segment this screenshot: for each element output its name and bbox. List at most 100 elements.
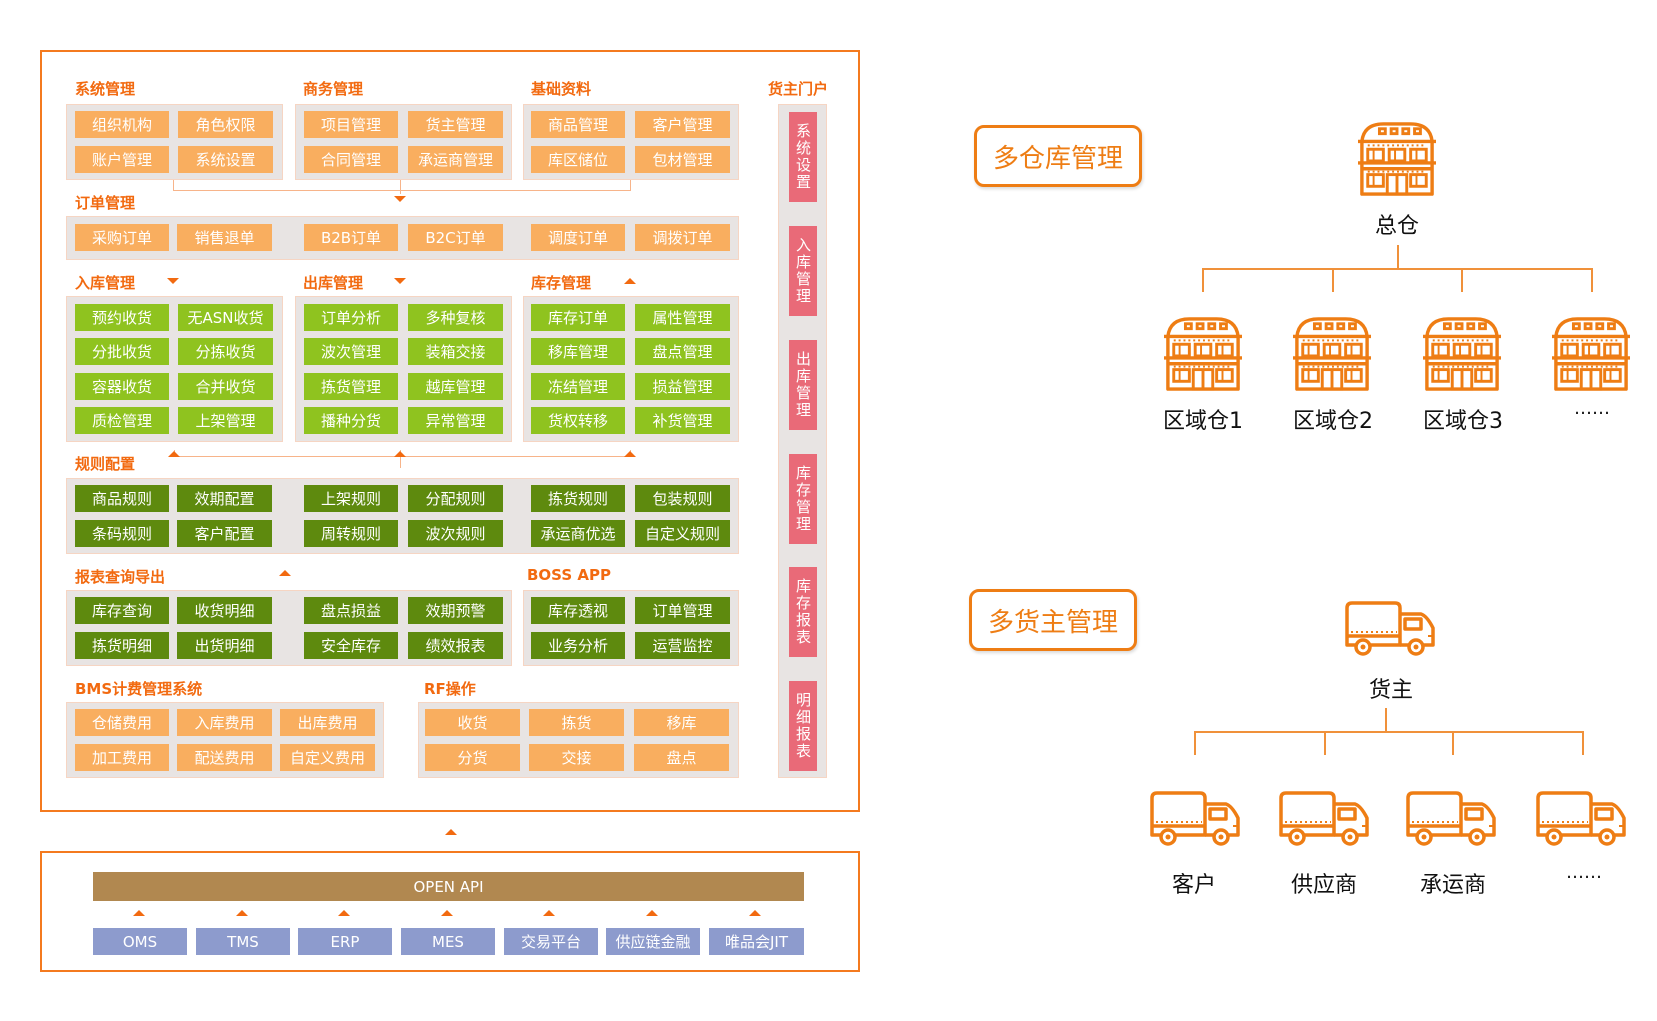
- btn-allocation-rules[interactable]: 分配规则: [408, 485, 503, 512]
- btn-b2c-order[interactable]: B2C订单: [408, 224, 503, 251]
- portal-btn-detail-report[interactable]: 明细报表: [789, 681, 817, 771]
- btn-sort-receiving[interactable]: 分拣收货: [178, 338, 273, 365]
- btn-inbound-fee[interactable]: 入库费用: [177, 709, 272, 736]
- section-title-business-management: 商务管理: [303, 80, 364, 98]
- btn-packing-handover[interactable]: 装箱交接: [408, 338, 503, 365]
- system-tms[interactable]: TMS: [196, 928, 290, 955]
- btn-rf-relocation[interactable]: 移库: [634, 709, 729, 736]
- btn-contract-management[interactable]: 合同管理: [304, 146, 398, 173]
- system-supply-chain-finance[interactable]: 供应链金融: [606, 928, 700, 955]
- btn-picking-rules[interactable]: 拣货规则: [531, 485, 625, 512]
- btn-storage-location[interactable]: 库区储位: [531, 146, 625, 173]
- btn-performance-report[interactable]: 绩效报表: [408, 632, 503, 659]
- btn-ownership-transfer[interactable]: 货权转移: [531, 407, 625, 434]
- btn-storage-fee[interactable]: 仓储费用: [75, 709, 169, 736]
- btn-batch-receiving[interactable]: 分批收货: [75, 338, 169, 365]
- delivery-truck-icon: [1406, 791, 1496, 846]
- tree-connector: [1461, 268, 1463, 292]
- system-trading-platform[interactable]: 交易平台: [504, 928, 598, 955]
- btn-merge-receiving[interactable]: 合并收货: [178, 373, 273, 400]
- system-oms[interactable]: OMS: [93, 928, 187, 955]
- btn-putaway-rules[interactable]: 上架规则: [304, 485, 398, 512]
- root-warehouse-label: 总仓: [1374, 214, 1420, 239]
- btn-carrier-management[interactable]: 承运商管理: [408, 146, 503, 173]
- btn-system-settings[interactable]: 系统设置: [178, 146, 273, 173]
- btn-exception-management[interactable]: 异常管理: [408, 407, 503, 434]
- btn-inventory-query[interactable]: 库存查询: [75, 597, 169, 624]
- btn-putaway-management[interactable]: 上架管理: [178, 407, 273, 434]
- btn-b2b-order[interactable]: B2B订单: [304, 224, 398, 251]
- btn-cross-dock[interactable]: 越库管理: [408, 373, 503, 400]
- btn-rf-stocktake[interactable]: 盘点: [634, 744, 729, 771]
- arrow-up-icon: [646, 910, 658, 916]
- btn-picking-details[interactable]: 拣货明细: [75, 632, 169, 659]
- btn-stocktake-management[interactable]: 盘点管理: [635, 338, 730, 365]
- open-api-bar: OPEN API: [93, 872, 804, 901]
- btn-barcode-rules[interactable]: 条码规则: [75, 520, 169, 547]
- btn-wave-rules[interactable]: 波次规则: [408, 520, 503, 547]
- btn-customer-config[interactable]: 客户配置: [177, 520, 272, 547]
- btn-expiry-config[interactable]: 效期配置: [177, 485, 272, 512]
- btn-picking-management[interactable]: 拣货管理: [304, 373, 398, 400]
- btn-sales-return[interactable]: 销售退单: [177, 224, 272, 251]
- btn-custom-fee[interactable]: 自定义费用: [280, 744, 375, 771]
- btn-custom-rules[interactable]: 自定义规则: [635, 520, 730, 547]
- btn-order-analysis[interactable]: 订单分析: [304, 304, 398, 331]
- btn-stocktake-profit-loss[interactable]: 盘点损益: [304, 597, 398, 624]
- btn-freeze-management[interactable]: 冻结管理: [531, 373, 625, 400]
- btn-product-rules[interactable]: 商品规则: [75, 485, 169, 512]
- arrow-up-icon: [168, 451, 180, 457]
- btn-rf-receiving[interactable]: 收货: [425, 709, 520, 736]
- regional-warehouse-2-label: 区域仓2: [1293, 409, 1373, 434]
- btn-qc-management[interactable]: 质检管理: [75, 407, 169, 434]
- btn-packing-rules[interactable]: 包装规则: [635, 485, 730, 512]
- btn-turnover-rules[interactable]: 周转规则: [304, 520, 398, 547]
- btn-appointment-receiving[interactable]: 预约收货: [75, 304, 169, 331]
- btn-org-structure[interactable]: 组织机构: [75, 111, 169, 138]
- btn-owner-management[interactable]: 货主管理: [408, 111, 503, 138]
- btn-project-management[interactable]: 项目管理: [304, 111, 398, 138]
- btn-outbound-fee[interactable]: 出库费用: [280, 709, 375, 736]
- btn-transfer-order[interactable]: 调拨订单: [635, 224, 730, 251]
- portal-btn-outbound[interactable]: 出库管理: [789, 340, 817, 430]
- portal-btn-inventory[interactable]: 库存管理: [789, 454, 817, 544]
- btn-relocation-management[interactable]: 移库管理: [531, 338, 625, 365]
- btn-inventory-insight[interactable]: 库存透视: [531, 597, 625, 624]
- portal-btn-inbound[interactable]: 入库管理: [789, 226, 817, 316]
- btn-rf-picking[interactable]: 拣货: [529, 709, 624, 736]
- btn-multi-review[interactable]: 多种复核: [408, 304, 503, 331]
- btn-shipping-details[interactable]: 出货明细: [177, 632, 272, 659]
- btn-packaging-management[interactable]: 包材管理: [635, 146, 730, 173]
- btn-role-permissions[interactable]: 角色权限: [178, 111, 273, 138]
- btn-seeding-distribution[interactable]: 播种分货: [304, 407, 398, 434]
- portal-btn-inventory-report[interactable]: 库存报表: [789, 567, 817, 657]
- btn-rf-handover[interactable]: 交接: [529, 744, 624, 771]
- btn-carrier-preference[interactable]: 承运商优选: [531, 520, 625, 547]
- tree-connector: [1324, 731, 1326, 755]
- system-mes[interactable]: MES: [401, 928, 495, 955]
- btn-dispatch-order[interactable]: 调度订单: [531, 224, 625, 251]
- btn-customer-management[interactable]: 客户管理: [635, 111, 730, 138]
- btn-delivery-fee[interactable]: 配送费用: [177, 744, 272, 771]
- btn-profit-loss-management[interactable]: 损益管理: [635, 373, 730, 400]
- system-vip-jit[interactable]: 唯品会JIT: [709, 928, 804, 955]
- btn-business-analysis[interactable]: 业务分析: [531, 632, 625, 659]
- btn-purchase-order[interactable]: 采购订单: [75, 224, 169, 251]
- btn-container-receiving[interactable]: 容器收货: [75, 373, 169, 400]
- btn-replenishment-management[interactable]: 补货管理: [635, 407, 730, 434]
- btn-boss-order-management[interactable]: 订单管理: [635, 597, 730, 624]
- btn-product-management[interactable]: 商品管理: [531, 111, 625, 138]
- btn-account-management[interactable]: 账户管理: [75, 146, 169, 173]
- system-erp[interactable]: ERP: [298, 928, 392, 955]
- btn-rf-distribution[interactable]: 分货: [425, 744, 520, 771]
- btn-safety-stock[interactable]: 安全库存: [304, 632, 398, 659]
- btn-wave-management[interactable]: 波次管理: [304, 338, 398, 365]
- btn-operations-monitoring[interactable]: 运营监控: [635, 632, 730, 659]
- btn-receiving-details[interactable]: 收货明细: [177, 597, 272, 624]
- btn-no-asn-receiving[interactable]: 无ASN收货: [178, 304, 273, 331]
- btn-processing-fee[interactable]: 加工费用: [75, 744, 169, 771]
- btn-attribute-management[interactable]: 属性管理: [635, 304, 730, 331]
- portal-btn-system-settings[interactable]: 系统设置: [789, 112, 817, 202]
- btn-inventory-order[interactable]: 库存订单: [531, 304, 625, 331]
- btn-expiry-warning[interactable]: 效期预警: [408, 597, 503, 624]
